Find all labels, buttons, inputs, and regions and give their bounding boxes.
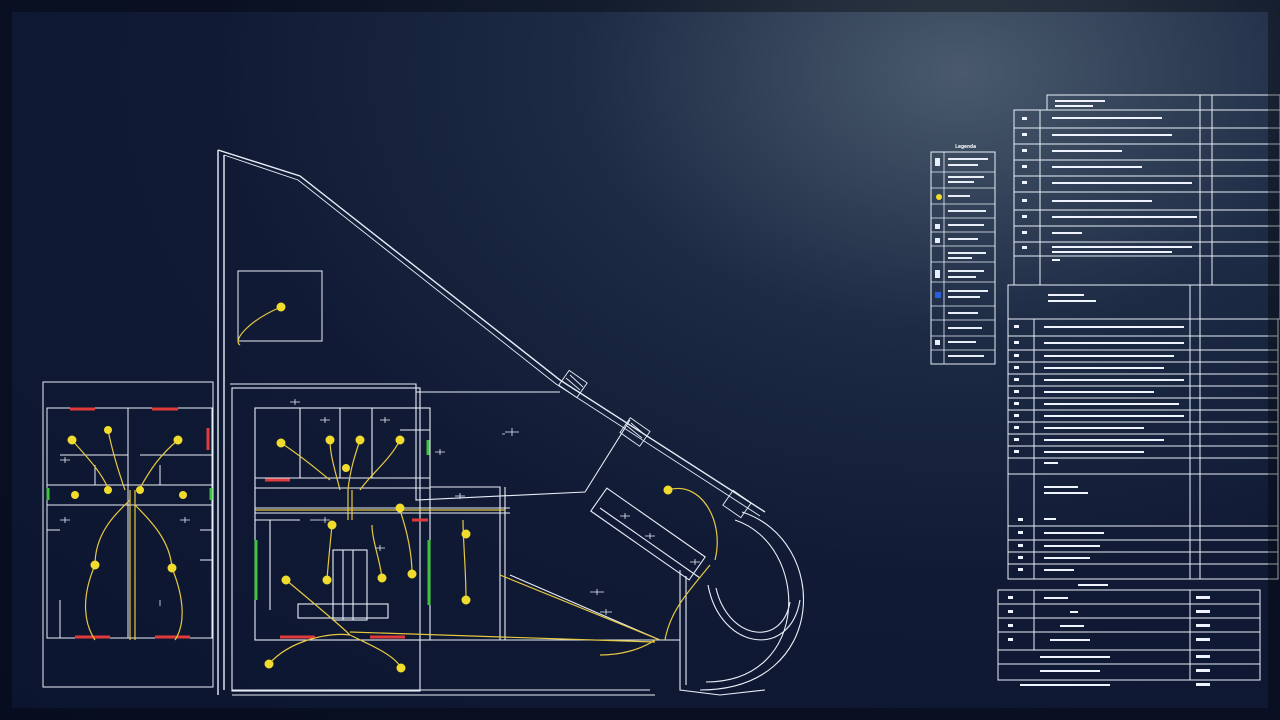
garage-ramp [590, 487, 805, 696]
light-fixtures [67, 302, 673, 673]
fixture [90, 560, 100, 570]
fixture [281, 575, 291, 585]
fixture [167, 563, 177, 573]
fixture [276, 438, 286, 448]
fixture [104, 426, 112, 434]
fixture [71, 491, 79, 499]
fixture [663, 485, 673, 495]
main-plan-doors [265, 478, 428, 639]
fixture [396, 663, 406, 673]
legend-title: Legenda [955, 144, 976, 150]
fixture [395, 435, 405, 445]
left-plan-windows [46, 488, 213, 500]
schedule-row-text [1008, 100, 1210, 686]
fixture [327, 520, 337, 530]
fixture [136, 486, 144, 494]
fixture [173, 435, 183, 445]
fixture [179, 491, 187, 499]
stairs [558, 369, 752, 519]
fixture [104, 486, 112, 494]
fixture [461, 529, 471, 539]
fixture [395, 503, 405, 513]
fixture [342, 464, 350, 472]
fixture [264, 659, 274, 669]
fixture [325, 435, 335, 445]
fixture [355, 435, 365, 445]
outlet-symbols [60, 399, 700, 615]
load-schedule-table [997, 94, 1280, 681]
site-boundary [217, 149, 766, 695]
fixture [377, 573, 387, 583]
floor-plan-main [230, 383, 680, 696]
fixture [407, 569, 417, 579]
fixture [461, 595, 471, 605]
main-plan-windows [254, 440, 431, 605]
fixture [276, 302, 286, 312]
fixture [67, 435, 77, 445]
left-plan-doors [70, 407, 210, 639]
legend-panel: Legenda [930, 144, 996, 365]
floor-plan-left [42, 381, 214, 688]
fixture [322, 575, 332, 585]
